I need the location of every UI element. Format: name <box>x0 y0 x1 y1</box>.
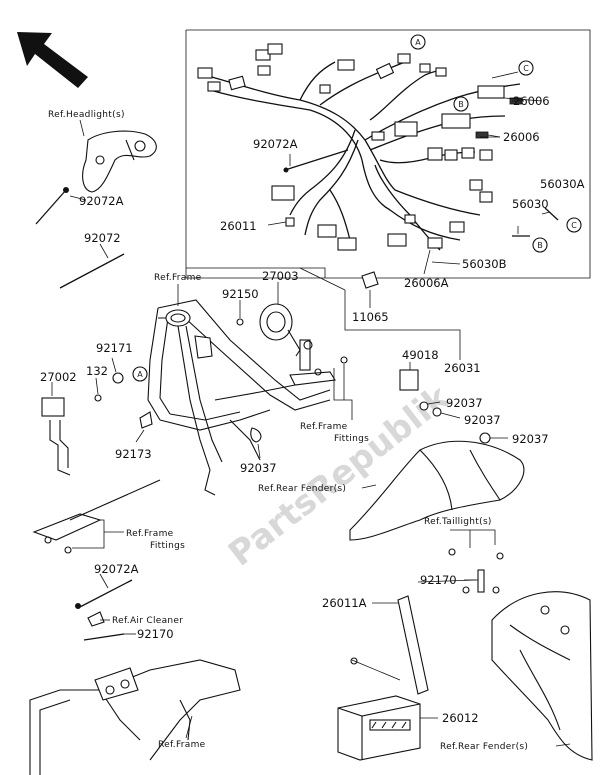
label-27002: 27002 <box>40 370 77 384</box>
ref-taillight: Ref.Taillight(s) <box>424 517 492 527</box>
clamp-92037-c <box>479 432 491 444</box>
horn-27003 <box>259 303 301 357</box>
label-49018: 49018 <box>402 348 439 362</box>
clamp-56030A <box>544 207 559 221</box>
label-92037-b: 92037 <box>464 413 501 427</box>
clamp-92173 <box>139 411 153 429</box>
taillight-fittings <box>448 529 504 594</box>
ref-frame-fittings-2b: Fittings <box>150 541 185 551</box>
label-26011-top: 26011 <box>220 219 257 233</box>
label-26012: 26012 <box>442 711 479 725</box>
headlight-bracket <box>82 130 157 193</box>
label-26006-mid: 26006 <box>503 130 540 144</box>
front-direction-arrow-icon <box>17 32 88 88</box>
callout-a-top: A <box>410 34 426 50</box>
clip-92170-low <box>83 633 125 641</box>
lower-frame-bracket <box>32 479 161 554</box>
ref-frame-fittings-1b: Fittings <box>334 434 369 444</box>
label-26006-top: 26006 <box>513 94 550 108</box>
band-92072A-mid <box>284 149 349 171</box>
rear-fender-2 <box>491 591 593 761</box>
ref-air-cleaner: Ref.Air Cleaner <box>112 616 183 626</box>
label-92173: 92173 <box>115 447 152 461</box>
label-92072: 92072 <box>84 231 121 245</box>
label-92170-right: 92170 <box>420 573 457 587</box>
ref-frame-fittings-2: Ref.Frame <box>126 529 174 539</box>
harness-inset-frame <box>185 29 591 279</box>
label-56030A: 56030A <box>540 177 585 191</box>
label-26011A: 26011A <box>322 596 367 610</box>
relay-boxes <box>441 71 543 139</box>
svg-text:C: C <box>571 221 577 230</box>
svg-text:B: B <box>458 100 464 109</box>
relay-27002 <box>41 397 71 476</box>
label-92037-c: 92037 <box>512 432 549 446</box>
label-132: 132 <box>86 364 108 378</box>
label-27003: 27003 <box>262 269 299 283</box>
label-92170-low: 92170 <box>137 627 174 641</box>
svg-text:A: A <box>415 38 421 47</box>
battery-26012 <box>337 695 421 761</box>
clamp-92037-a <box>419 401 429 411</box>
ref-frame-fittings-1: Ref.Frame <box>300 422 348 432</box>
svg-text:C: C <box>523 64 529 73</box>
ref-rear-fender-1: Ref.Rear Fender(s) <box>258 484 346 494</box>
callout-c-top: C <box>518 60 534 76</box>
label-92072A-low: 92072A <box>94 562 139 576</box>
callout-a-left: A <box>132 366 148 382</box>
label-26031: 26031 <box>444 361 481 375</box>
band-92072A-low <box>77 579 133 609</box>
callout-b-top: B <box>453 96 469 112</box>
harness-connectors <box>197 43 493 251</box>
clamp-92037-frame <box>250 427 262 443</box>
callout-c-right: C <box>566 217 582 233</box>
band-92072 <box>59 253 125 289</box>
label-56030: 56030 <box>512 197 549 211</box>
grommet-11065 <box>361 271 379 289</box>
bolt-92150 <box>236 318 244 326</box>
main-frame <box>147 299 331 496</box>
ref-frame-top: Ref.Frame <box>154 273 202 283</box>
callout-b-right: B <box>532 237 548 253</box>
band-92072A-left <box>35 189 67 225</box>
bolt-132 <box>94 394 102 402</box>
label-92072A-left: 92072A <box>79 194 124 208</box>
battery-strap-26011A <box>350 595 429 695</box>
label-92037-a: 92037 <box>446 396 483 410</box>
svg-text:B: B <box>537 241 543 250</box>
box-49018 <box>399 369 419 391</box>
svg-text:A: A <box>137 370 143 379</box>
rear-fender-1 <box>349 440 525 541</box>
ref-rear-fender-2: Ref.Rear Fender(s) <box>440 742 528 752</box>
label-56030B: 56030B <box>462 257 507 271</box>
label-26006A: 26006A <box>404 276 449 290</box>
label-92072A-mid: 92072A <box>253 137 298 151</box>
label-92037-frame: 92037 <box>240 461 277 475</box>
fuse-26011 <box>285 217 295 227</box>
label-92171: 92171 <box>96 341 133 355</box>
ref-frame-bottom: Ref.Frame <box>158 740 206 750</box>
label-11065: 11065 <box>352 310 389 324</box>
lower-frame <box>29 659 241 775</box>
clamp-92171 <box>112 372 124 384</box>
ref-headlight: Ref.Headlight(s) <box>48 110 125 120</box>
frame-fittings-bracket <box>289 339 348 386</box>
label-92150: 92150 <box>222 287 259 301</box>
clamp-92037-b <box>432 407 442 417</box>
